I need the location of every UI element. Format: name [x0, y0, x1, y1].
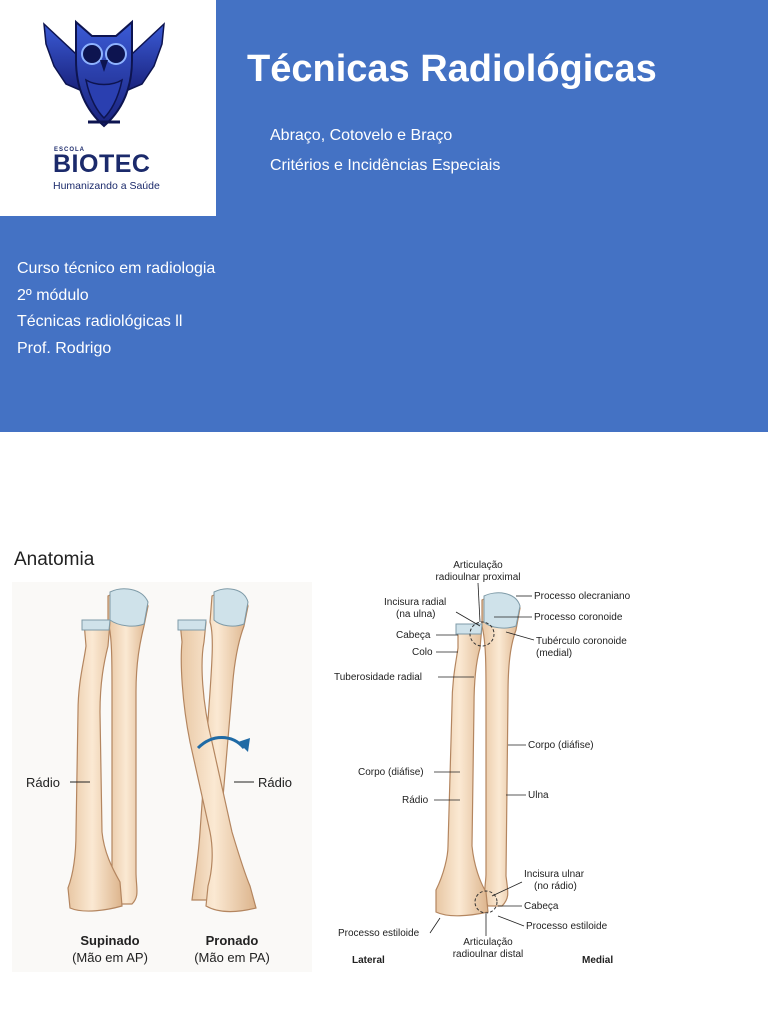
label-incisura-radial-2: (na ulna): [396, 609, 435, 620]
label-art-dist-1: Articulação: [463, 937, 513, 948]
label-radio: Rádio: [402, 795, 429, 806]
forearm-rotation-figure: Rádio Rádio Supinado (Mão em AP) Pronado…: [12, 582, 312, 972]
label-medial: Medial: [582, 955, 613, 966]
logo-name-text: BIOTEC: [53, 150, 151, 178]
anatomy-heading: Anatomia: [14, 549, 95, 570]
label-tub-coron-2: (medial): [536, 648, 572, 659]
ulna-bone: [481, 594, 521, 907]
radius-bone: [435, 625, 489, 917]
caption-supinated: Supinado: [80, 933, 139, 948]
owl-logo-icon: [43, 19, 165, 128]
label-incisura-ulnar-2: (no rádio): [534, 881, 577, 892]
caption-supinated-sub: (Mão em AP): [72, 950, 148, 965]
subtitle-1: Abraço, Cotovelo e Braço: [270, 127, 453, 144]
ulna-bone-supinated: [107, 590, 149, 905]
course-info-line: 2º módulo: [17, 286, 89, 304]
caption-pronated-sub: (Mão em PA): [194, 950, 270, 965]
label-proc-olec: Processo olecraniano: [534, 591, 631, 602]
label-cabeca-top: Cabeça: [396, 630, 431, 641]
label-ulna: Ulna: [528, 790, 549, 801]
label-corpo-left: Corpo (diáfise): [358, 767, 424, 778]
label-proc-coron: Processo coronoide: [534, 612, 623, 623]
rotation-arrow-icon: [196, 736, 246, 750]
course-info: Curso técnico em radiologia 2º módulo Té…: [17, 256, 215, 362]
label-lateral: Lateral: [352, 955, 385, 966]
label-colo: Colo: [412, 647, 433, 658]
radius-bone-pronated: [179, 621, 257, 913]
logo-tagline: Humanizando a Saúde: [53, 180, 160, 192]
radius-bone-supinated: [67, 621, 123, 912]
logo-escola-text: ESCOLA: [54, 147, 86, 153]
label-proc-estil-left: Processo estiloide: [338, 928, 420, 939]
subtitle-2: Critérios e Incidências Especiais: [270, 157, 501, 174]
caption-pronated: Pronado: [206, 933, 259, 948]
slide-title: Técnicas Radiológicas: [247, 48, 657, 90]
label-tub-coron-1: Tubérculo coronoide: [536, 636, 627, 647]
label-tuberosidade: Tuberosidade radial: [334, 672, 422, 683]
label-art-dist-2: radioulnar distal: [453, 949, 524, 960]
label-incisura-radial-1: Incisura radial: [384, 597, 446, 608]
label-cabeca-bottom: Cabeça: [524, 901, 559, 912]
forearm-anatomy-figure: Articulação radioulnar proximal Incisura…: [330, 556, 660, 970]
course-info-line: Prof. Rodrigo: [17, 339, 112, 357]
radius-label-left: Rádio: [26, 775, 60, 790]
course-info-line: Curso técnico em radiologia: [17, 260, 216, 277]
label-corpo-right: Corpo (diáfise): [528, 740, 594, 751]
label-proc-estil-right: Processo estiloide: [526, 921, 608, 932]
label-art-prox-1: Articulação: [453, 560, 503, 571]
label-incisura-ulnar-1: Incisura ulnar: [524, 869, 585, 880]
course-info-line: Técnicas radiológicas ll: [17, 313, 183, 330]
label-art-prox-2: radioulnar proximal: [435, 572, 520, 583]
school-logo: ESCOLA BIOTEC Humanizando a Saúde: [0, 0, 216, 216]
radius-label-right: Rádio: [258, 775, 292, 790]
title-slide: ESCOLA BIOTEC Humanizando a Saúde Técnic…: [0, 0, 768, 432]
